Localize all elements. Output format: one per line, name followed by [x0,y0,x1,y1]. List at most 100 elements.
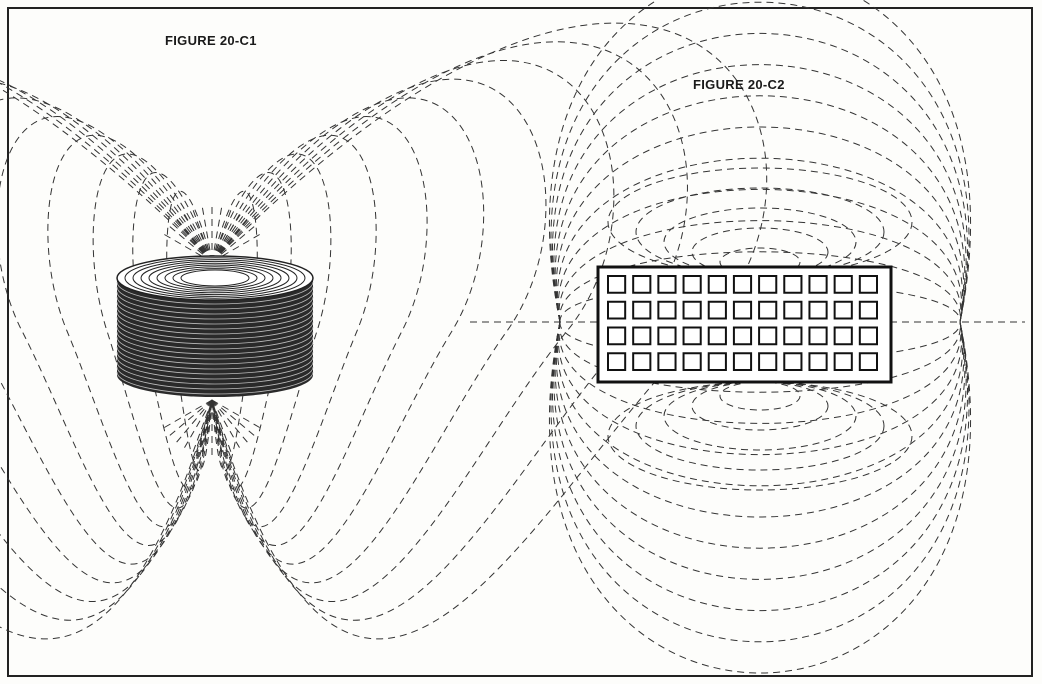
coil-pole-line [191,205,213,263]
coil-pole-line [211,399,243,453]
panel-cell [783,300,803,320]
panel-cell [607,275,627,294]
coil-pole-line [211,399,265,431]
coil-winding [116,341,314,365]
coil-pole-line [211,399,251,447]
panel-cell [783,352,803,371]
panel-cell [758,326,778,346]
panel-cell [707,300,727,320]
coil-pole-line [159,231,213,263]
coil-winding [116,301,314,325]
coil-top-ring [172,268,258,288]
panel-field-line [558,220,962,323]
panel-cell [758,352,778,371]
panel-field-line [552,33,968,323]
panel-cell [808,300,828,320]
panel-field-line [558,321,962,424]
panel-cell [657,300,677,320]
coil-top-ring [164,266,266,290]
coil-field-line [166,190,213,472]
panel-cell [833,275,853,294]
coil-winding [116,361,314,385]
coil-field-line [0,116,213,546]
coil-winding [116,371,314,395]
panel-cell [657,275,677,294]
panel-field-line [550,321,970,643]
panel-cell [607,352,627,371]
panel-field-line [559,251,961,323]
panel-cell [808,275,828,294]
grid-panel [596,265,893,384]
coil-stack [116,255,314,397]
coil-winding [116,281,314,305]
panel-cell [732,275,753,294]
panel-inner-loop [635,381,885,471]
coil-pole-line [211,399,233,457]
coil-field-line [211,59,615,602]
coil-winding [116,366,314,390]
coil-top-ring [140,260,290,296]
panel-inner-loop [691,381,829,431]
panel-field-line [559,321,961,362]
coil-pole-line [191,399,213,457]
panel-cell [657,352,677,371]
panel-cell [808,352,828,371]
panel-cell [758,275,778,294]
coil-top-ring [148,262,282,294]
panel-cell [833,300,853,320]
coil-winding [116,316,314,340]
panel-cell [707,352,727,371]
coil-top-ring [124,257,306,299]
panel-cell [632,275,652,294]
panel-cell [707,275,727,294]
panel-cell [758,300,778,320]
panel-inner-loop [663,381,857,451]
coil-top-ring [132,259,298,297]
panel-cell [682,326,702,346]
coil-pole-line [173,399,213,447]
coil-pole-line [173,215,213,263]
panel-cell [858,275,878,294]
coil-winding [116,286,314,310]
coil-field-line [211,153,332,509]
figure-20-c2-label: FIGURE 20-C2 [693,77,785,92]
panel-field-line [553,321,967,580]
coil-winding [116,336,314,360]
panel-cell [682,275,702,294]
panel-field-lines [470,0,1025,674]
coil-field-line [92,153,213,509]
panel-field-line [552,321,968,611]
panel-inner-loop [719,381,801,411]
panel-cell [783,326,803,346]
panel-cell [858,300,878,320]
coil-winding [116,321,314,345]
coil-pole-line [211,202,223,263]
figure-20-c1-label: FIGURE 20-C1 [165,33,257,48]
coil-core-opening [180,269,250,287]
coil-field-line [47,134,213,528]
panel-cell [808,326,828,346]
panel-inner-loop [663,207,857,277]
coil-winding [116,351,314,375]
coil-pole-line [211,223,259,263]
panel-cell [657,326,677,346]
panel-inner-loop [607,167,913,277]
coil-pole-line [211,209,243,263]
coil-winding [116,326,314,350]
panel-inner-loop [719,247,801,277]
panel-inner-loop [607,381,913,491]
panel-cell [682,300,702,320]
panel-cell [632,300,652,320]
coil-pole-line [211,215,251,263]
coil-field-line [211,78,547,584]
panel-cell [732,300,753,320]
coil-winding [116,331,314,355]
panel-cell [858,326,878,346]
panel-cell [632,326,652,346]
coil-field-line [211,116,428,546]
coil-bottom [117,353,313,397]
panel-field-line [553,64,967,323]
coil-winding [116,346,314,370]
